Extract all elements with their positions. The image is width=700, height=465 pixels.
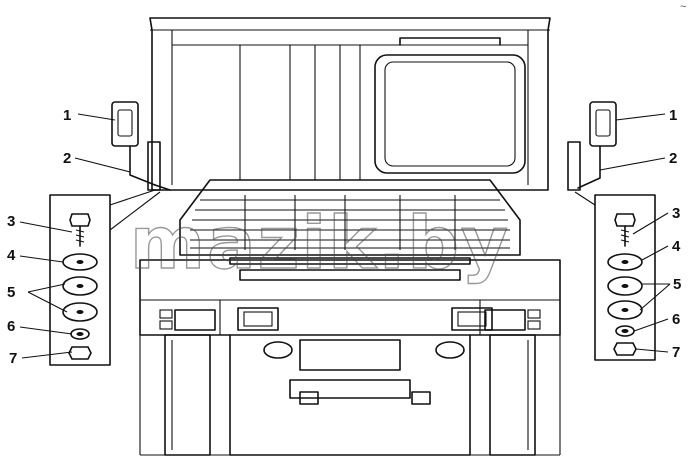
callout-2-right: 2: [669, 150, 677, 167]
callout-7-left: 7: [9, 350, 17, 367]
callout-3-right: 3: [672, 205, 680, 222]
headlight-left: [159, 307, 279, 331]
leader-lines-right: [599, 113, 671, 353]
hood-grille: [179, 179, 521, 281]
callout-5-left: 5: [7, 284, 15, 301]
callout-4-left: 4: [7, 247, 16, 264]
callout-7-right: 7: [672, 344, 680, 361]
watermark: mazik.by: [130, 201, 510, 285]
mirror-assembly-left: [111, 101, 171, 191]
bumper: [139, 259, 561, 336]
corner-mark: ~: [680, 1, 686, 13]
headlight-right: [451, 307, 541, 331]
fastener-detail-left: [49, 189, 161, 366]
callout-1-left: 1: [63, 107, 71, 124]
callouts-left: 1 2 3 4 5 6 7: [7, 107, 71, 367]
callout-6-left: 6: [7, 318, 15, 335]
callout-3-left: 3: [7, 213, 15, 230]
chassis: [139, 334, 561, 456]
callout-1-right: 1: [669, 107, 677, 124]
callout-2-left: 2: [63, 150, 71, 167]
callout-6-right: 6: [672, 311, 680, 328]
cab-window: [374, 54, 526, 174]
cab: [149, 17, 551, 191]
leader-lines-left: [19, 113, 131, 359]
callouts-right: 1 2 3 4 5 6 7: [669, 107, 681, 361]
callout-4-right: 4: [672, 238, 681, 255]
fastener-detail-right: [574, 191, 656, 361]
mirror-assembly-right: [567, 101, 617, 191]
callout-5-right: 5: [673, 276, 681, 293]
